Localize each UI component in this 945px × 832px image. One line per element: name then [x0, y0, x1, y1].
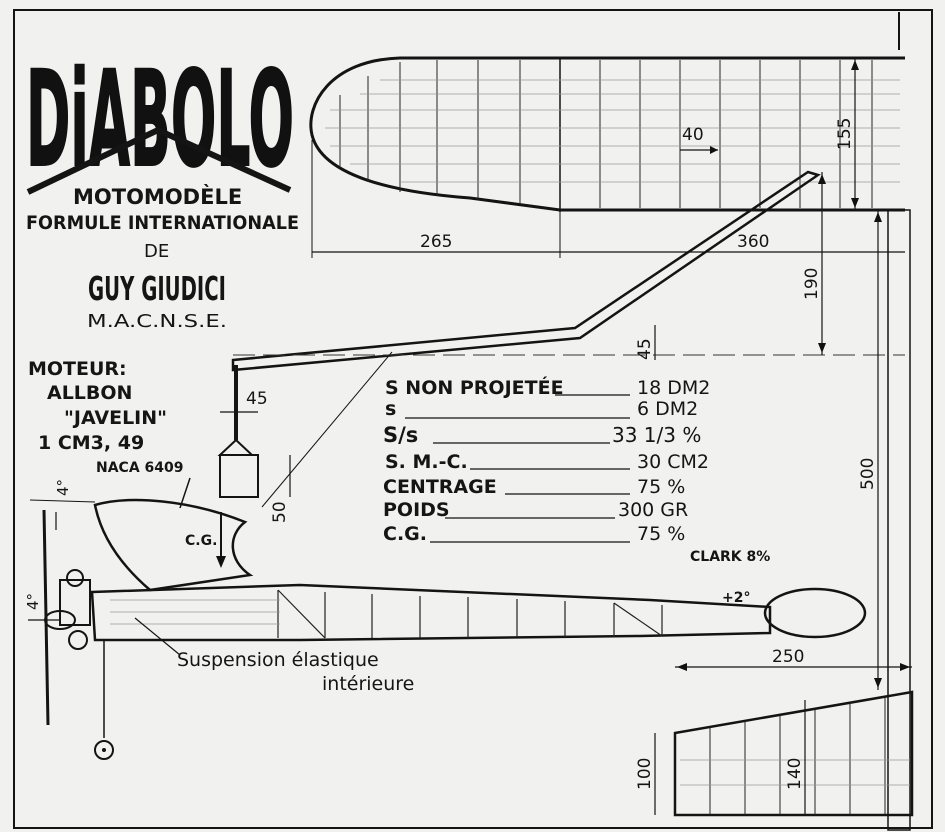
spec-row: S. M.-C. 30 CM2 — [385, 451, 709, 473]
subtitle-formule: FORMULE INTERNATIONALE — [26, 212, 299, 234]
engine-drawing — [44, 569, 91, 650]
dim-half-span-inner: 265 — [420, 232, 452, 252]
engine-pylon: 45 50 — [217, 351, 393, 523]
spec-label: POIDS — [383, 499, 450, 521]
designer-name: GUY GIUDICI — [88, 269, 226, 308]
subtitle-motomodele: MOTOMODÈLE — [73, 184, 242, 209]
suspension-label-2: intérieure — [322, 673, 414, 695]
thrust-angle-upper: 4° — [54, 479, 72, 496]
title-chevron — [26, 126, 292, 195]
dim-pylon-offset: 45 — [246, 389, 268, 409]
fuselage-side-view: CLARK 8% +2° 4° 4° C.G. Suspension élast… — [24, 479, 867, 760]
fin-dimension: 500 — [858, 12, 911, 831]
cg-label: C.G. — [185, 533, 217, 549]
dim-pylon-height: 50 — [270, 501, 290, 523]
tailplane-airfoil — [763, 587, 867, 639]
dim-wing-chord: 155 — [835, 118, 855, 150]
stabilizer-planform: 250 100 140 — [635, 647, 914, 817]
wing-ribs — [339, 60, 873, 208]
suspension-label-1: Suspension élastique — [177, 649, 379, 671]
tail-airfoil-label: CLARK 8% — [690, 549, 770, 565]
spec-row: CENTRAGE 75 % — [383, 476, 685, 498]
tail-incidence-label: +2° — [722, 590, 750, 606]
dim-stab-span: 250 — [772, 647, 804, 667]
club-name: M.A.C.N.S.E. — [87, 311, 227, 332]
spec-table: S NON PROJETÉE 18 DM2 s 6 DM2 S/s 33 1/3… — [383, 376, 710, 545]
dim-stab-root: 100 — [635, 758, 655, 790]
title-block: DiABOLO MOTOMODÈLE FORMULE INTERNATIONAL… — [25, 42, 299, 332]
wing-airfoil-label: NACA 6409 — [96, 460, 184, 476]
engine-displacement: 1 CM3, 49 — [38, 432, 144, 454]
engine-block: MOTEUR: ALLBON "JAVELIN" 1 CM3, 49 NACA … — [28, 358, 191, 509]
dim-dihedral-height: 190 — [802, 268, 822, 300]
dim-dihedral-small: 45 — [635, 338, 655, 360]
dim-stab-tip: 140 — [785, 758, 805, 790]
wing-planform: 40 155 265 360 — [309, 56, 905, 258]
spec-value: 6 DM2 — [637, 398, 698, 420]
propeller — [42, 509, 50, 726]
spec-label: S/s — [383, 423, 418, 447]
spec-value: 75 % — [637, 523, 685, 545]
engine-model: "JAVELIN" — [64, 407, 167, 429]
spec-value: 18 DM2 — [637, 377, 710, 399]
spec-row: C.G. 75 % — [383, 523, 685, 545]
spec-label: S. M.-C. — [385, 451, 468, 473]
wing-grain — [325, 79, 900, 183]
engine-label: MOTEUR: — [28, 358, 127, 380]
spec-label: C.G. — [383, 523, 427, 545]
spec-label: s — [385, 398, 396, 420]
spec-value: 300 GR — [618, 499, 688, 521]
dim-half-span-outer: 360 — [737, 232, 769, 252]
landing-wheel — [94, 740, 114, 760]
spec-label: S NON PROJETÉE — [385, 376, 564, 399]
subtitle-de: DE — [144, 241, 169, 262]
engine-make: ALLBON — [47, 382, 132, 404]
spec-value: 33 1/3 % — [612, 423, 701, 447]
spec-row: s 6 DM2 — [385, 398, 698, 420]
spec-value: 75 % — [637, 476, 685, 498]
thrust-angle-lower: 4° — [24, 593, 42, 610]
wing-front-view: 190 45 — [231, 170, 905, 372]
dim-rib-spacing: 40 — [682, 125, 704, 145]
fuselage-formers — [277, 589, 663, 639]
spec-row: S/s 33 1/3 % — [383, 423, 701, 447]
spec-value: 30 CM2 — [637, 451, 709, 473]
spec-row: POIDS 300 GR — [383, 499, 688, 521]
sheet-border — [13, 9, 933, 829]
spec-row: S NON PROJETÉE 18 DM2 — [385, 376, 710, 399]
spec-label: CENTRAGE — [383, 476, 497, 498]
dim-fin-height: 500 — [858, 458, 878, 490]
